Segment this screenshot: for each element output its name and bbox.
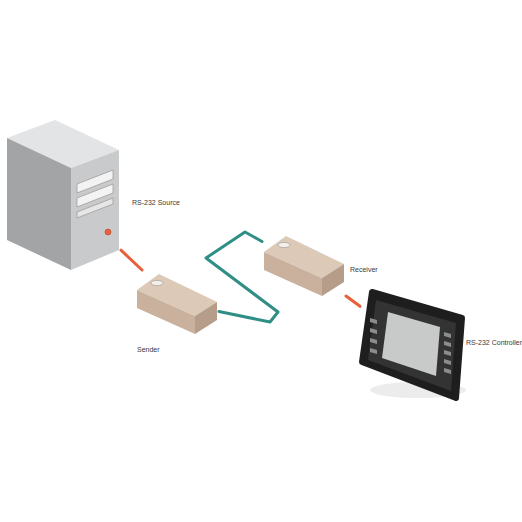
drive-bay (77, 198, 113, 218)
sender-box: Sender (135, 270, 219, 336)
tower-front (71, 150, 119, 270)
panel-button (370, 338, 377, 344)
box-logo (278, 242, 290, 247)
box-end (195, 302, 217, 334)
box-end (322, 264, 344, 296)
device-label: RS-232 Controller (466, 339, 522, 346)
receiver-box-drawing (262, 232, 346, 298)
panel-screen (382, 312, 440, 376)
touch-panel-drawing (360, 288, 465, 402)
panel-button (444, 350, 451, 356)
panel-button (370, 328, 377, 334)
panel-button (444, 332, 451, 338)
touch-panel: RS-232 Controller (360, 288, 465, 402)
panel-button (444, 341, 451, 347)
power-button (105, 229, 111, 235)
computer-tower: RS-232 Source (5, 118, 121, 273)
computer-tower-drawing (5, 118, 121, 273)
box-logo (151, 280, 163, 285)
panel-body (362, 292, 462, 398)
tower-side (7, 138, 71, 270)
device-label: Receiver (350, 266, 378, 273)
panel-bezel (368, 300, 456, 391)
rs232-cable (346, 296, 360, 306)
panel-button (370, 348, 377, 354)
device-label: Sender (137, 346, 160, 353)
box-front (137, 290, 195, 334)
box-front (264, 252, 322, 296)
panel-button (444, 368, 451, 374)
panel-button (370, 318, 377, 324)
sender-box-drawing (135, 270, 219, 336)
receiver-box: Receiver (262, 232, 346, 298)
rs232-cable (121, 250, 142, 270)
panel-button (444, 359, 451, 365)
device-label: RS-232 Source (132, 199, 180, 206)
